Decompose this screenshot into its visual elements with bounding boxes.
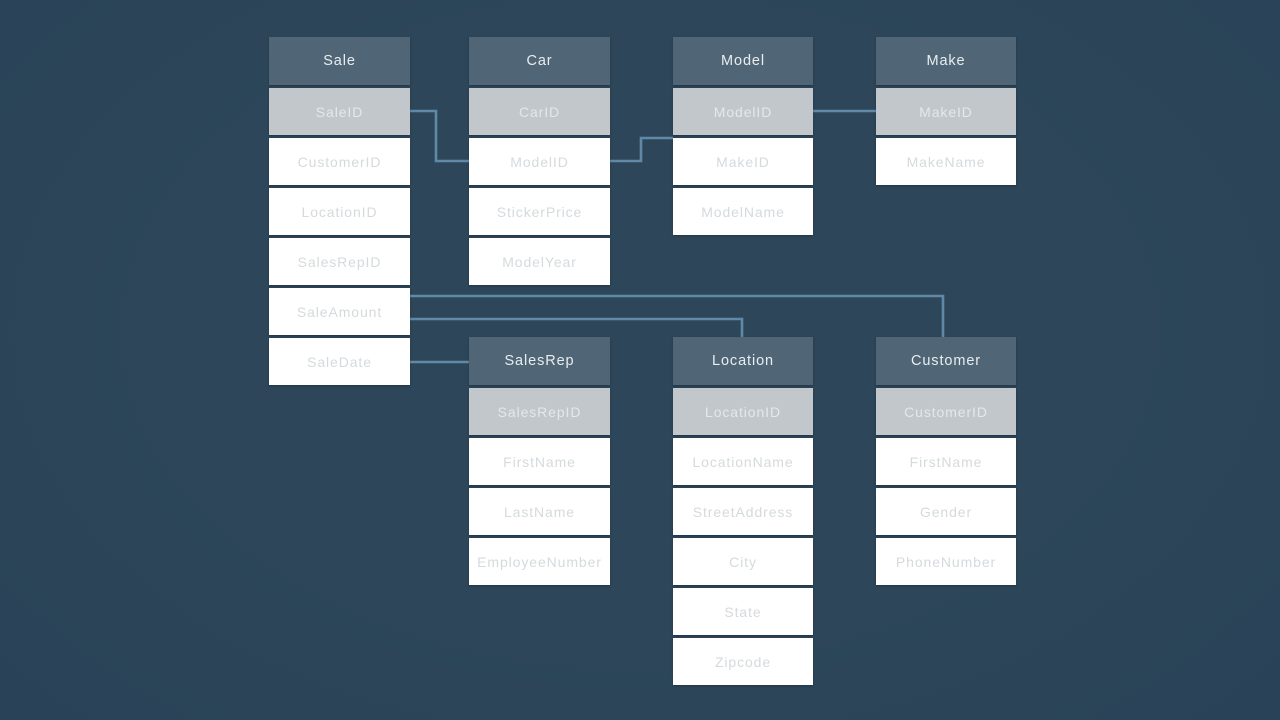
field-customer-customerid: CustomerID [876, 388, 1016, 435]
field-customer-firstname: FirstName [876, 438, 1016, 485]
field-sale-salesrepid: SalesRepID [269, 238, 410, 285]
field-sale-customerid: CustomerID [269, 138, 410, 185]
field-model-modelname: ModelName [673, 188, 813, 235]
field-location-city: City [673, 538, 813, 585]
field-model-modelid: ModelID [673, 88, 813, 135]
field-sale-saledate: SaleDate [269, 338, 410, 385]
field-customer-gender: Gender [876, 488, 1016, 535]
connector-sale-saleid-to-car-modelid [403, 109, 469, 163]
field-salesrep-firstname: FirstName [469, 438, 610, 485]
field-salesrep-employeenumber: EmployeeNumber [469, 538, 610, 585]
field-model-makeid: MakeID [673, 138, 813, 185]
field-customer-phonenumber: PhoneNumber [876, 538, 1016, 585]
table-title-model: Model [673, 37, 813, 85]
field-car-carid: CarID [469, 88, 610, 135]
field-location-locationname: LocationName [673, 438, 813, 485]
field-location-zipcode: Zipcode [673, 638, 813, 685]
table-title-sale: Sale [269, 37, 410, 85]
field-sale-saleamount: SaleAmount [269, 288, 410, 335]
table-title-salesrep: SalesRep [469, 337, 610, 385]
connector-sale-saleamount-to-customer-top [410, 294, 945, 340]
field-salesrep-lastname: LastName [469, 488, 610, 535]
field-sale-saleid: SaleID [269, 88, 410, 135]
field-make-makeid: MakeID [876, 88, 1016, 135]
field-location-streetaddress: StreetAddress [673, 488, 813, 535]
field-location-locationid: LocationID [673, 388, 813, 435]
table-title-location: Location [673, 337, 813, 385]
connector-car-modelid-to-model-modelid [610, 136, 673, 163]
field-salesrep-salesrepid: SalesRepID [469, 388, 610, 435]
field-make-makename: MakeName [876, 138, 1016, 185]
field-car-modelid: ModelID [469, 138, 610, 185]
table-title-customer: Customer [876, 337, 1016, 385]
field-car-modelyear: ModelYear [469, 238, 610, 285]
table-title-make: Make [876, 37, 1016, 85]
table-title-car: Car [469, 37, 610, 85]
field-sale-locationid: LocationID [269, 188, 410, 235]
field-car-stickerprice: StickerPrice [469, 188, 610, 235]
field-location-state: State [673, 588, 813, 635]
